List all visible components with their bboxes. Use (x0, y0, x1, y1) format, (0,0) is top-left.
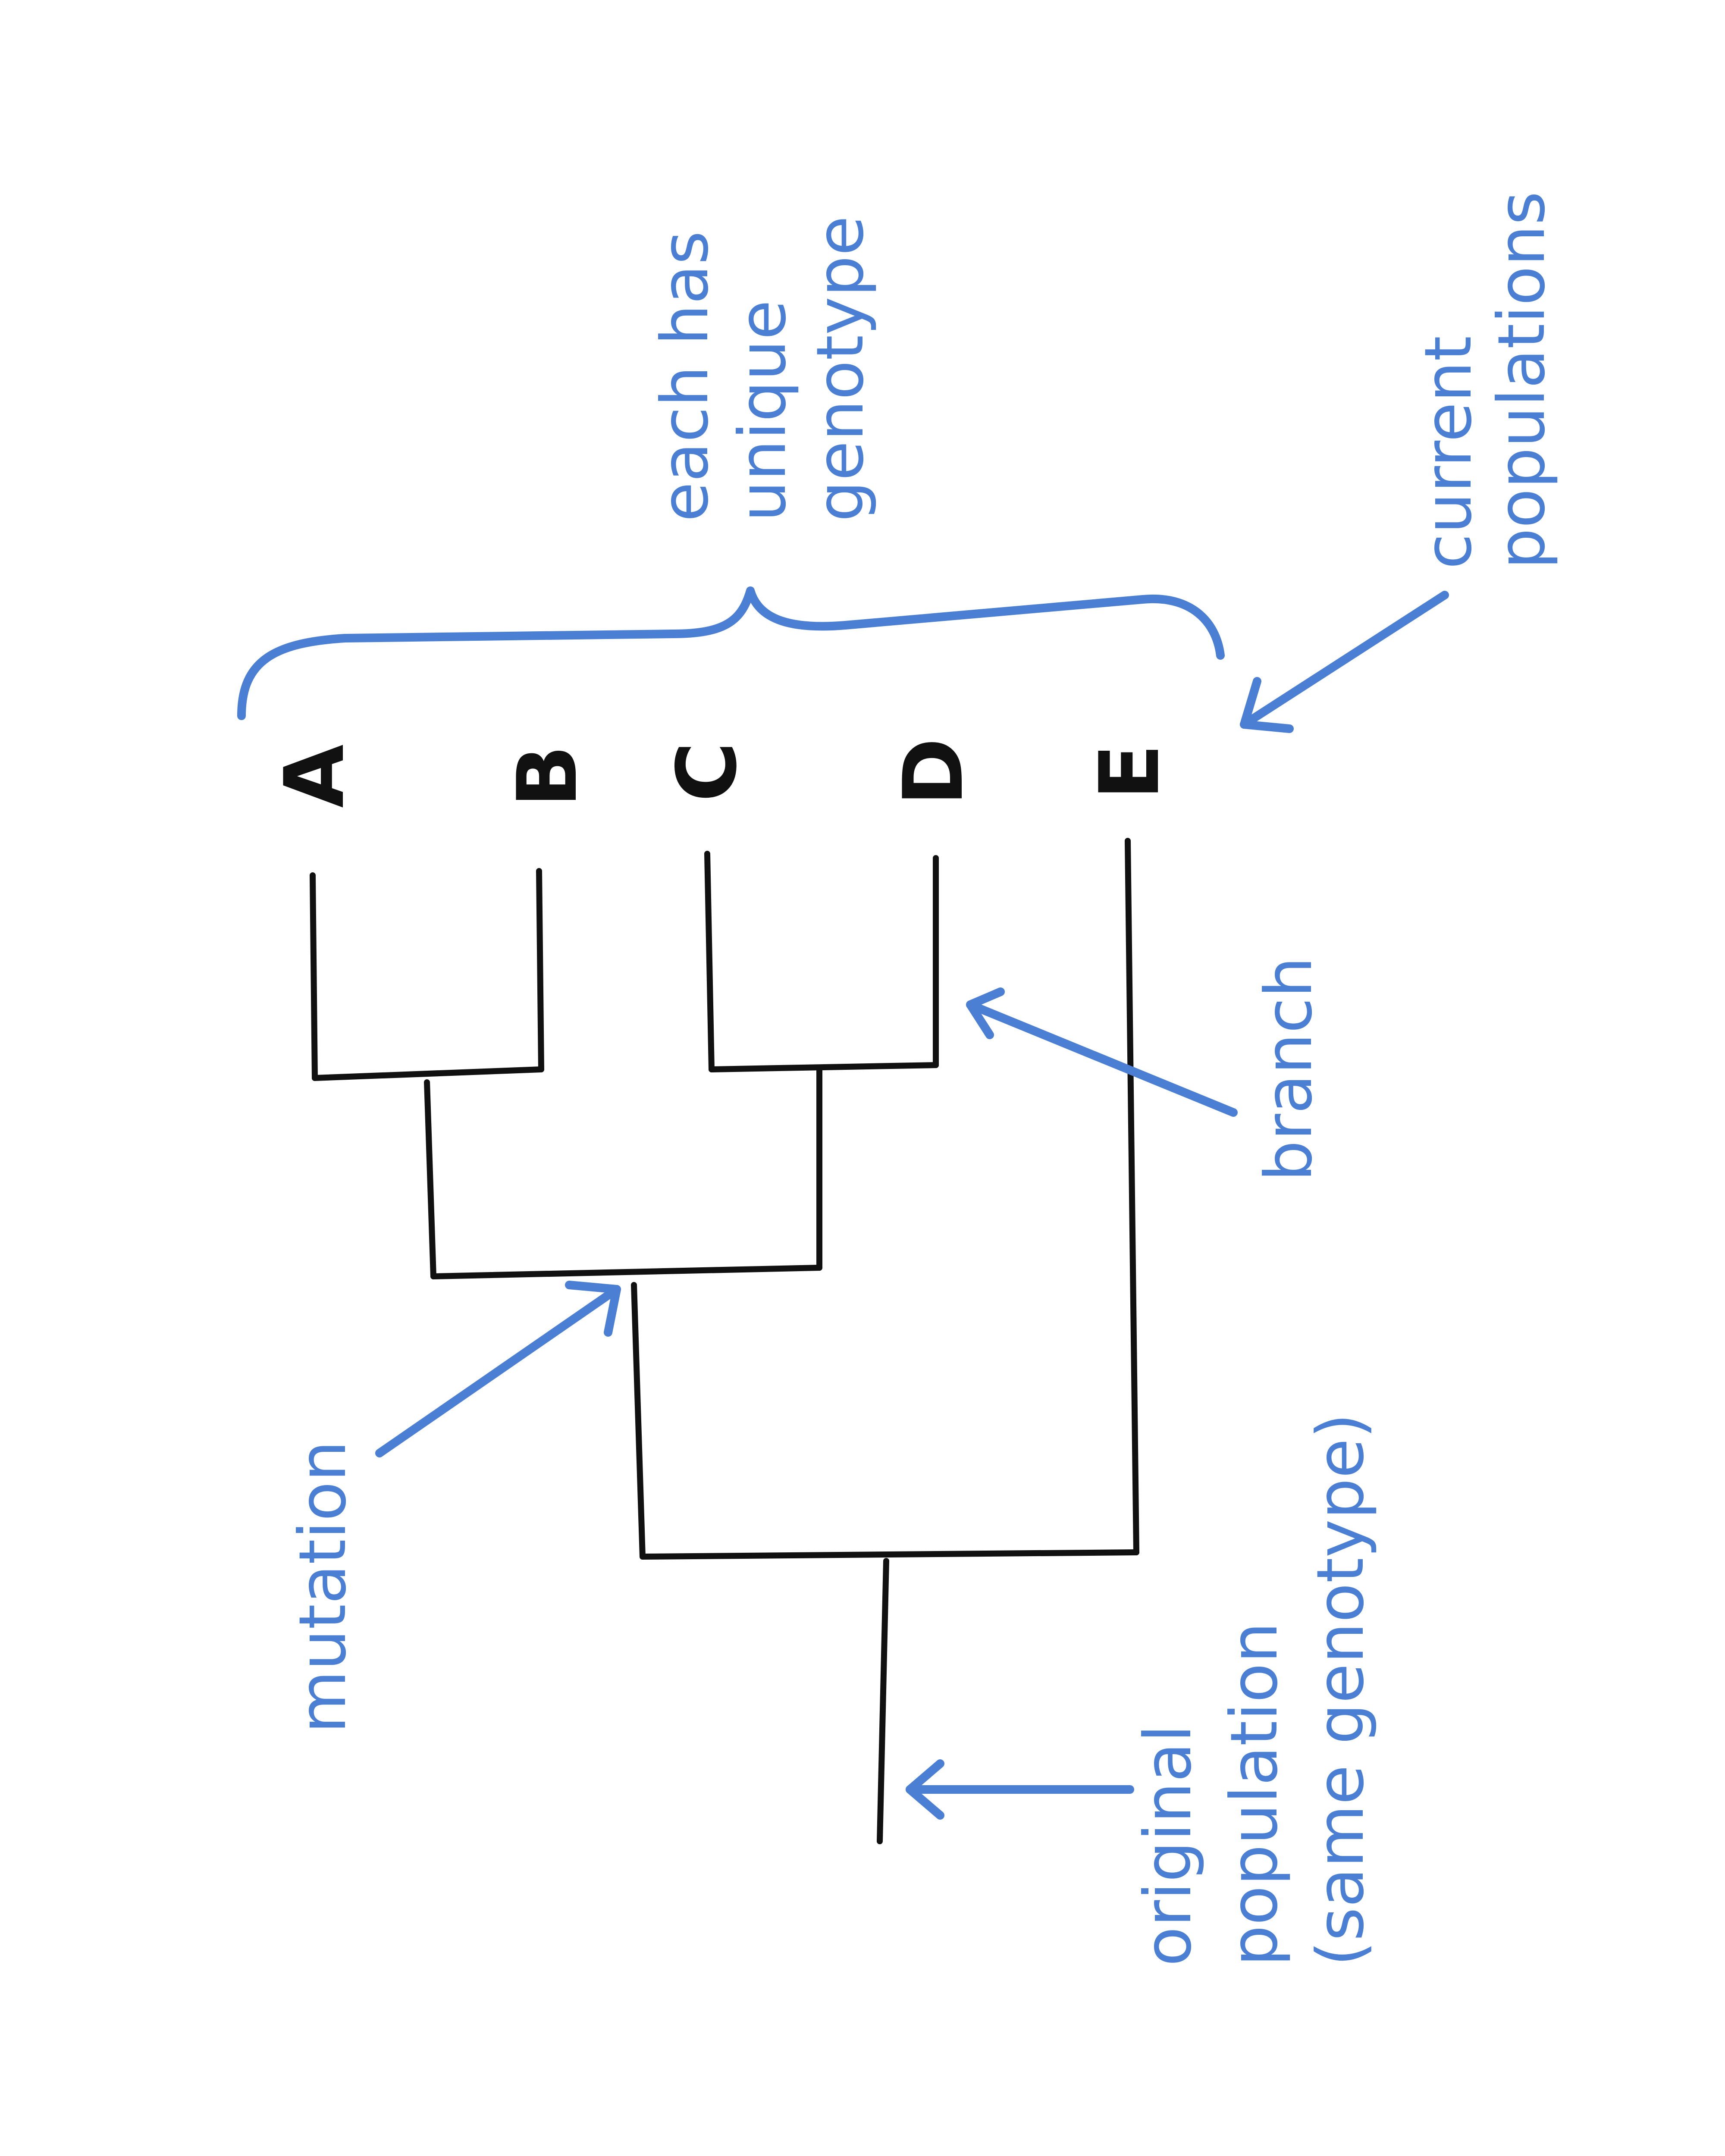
tree-lines (310, 838, 1139, 1844)
annotation-shapes (237, 586, 1449, 1820)
branch-arrowhead (966, 987, 1005, 1039)
leaf-label-d: D (886, 738, 981, 806)
original-arrowhead (906, 1759, 944, 1820)
annotation-texts: each has unique genotype current populat… (285, 191, 1559, 1966)
node-abcd-bar (430, 1265, 822, 1279)
brace-note-line-2: unique (725, 300, 800, 522)
leaf-label-e: E (1082, 744, 1177, 800)
node-cd-bar (709, 1062, 939, 1072)
brace-note-line-3: genotype (803, 216, 878, 522)
stem-ab (424, 1079, 436, 1279)
branch-arrow-shaft (966, 1000, 1238, 1117)
leaf-branch-b (536, 868, 544, 1072)
root-stem (877, 1558, 889, 1844)
root-bar (640, 1549, 1139, 1560)
leaf-label-c: C (659, 742, 755, 802)
original-note-line-3: (same genotype) (1303, 1413, 1378, 1966)
branch-label: branch (1251, 957, 1327, 1181)
brace-note-line-1: each has (648, 231, 723, 522)
current-populations-note: current populations (1411, 191, 1559, 569)
leaf-label-a: A (267, 744, 362, 808)
leaf-branch-e (1125, 838, 1139, 1555)
original-note-line-1: original (1131, 1724, 1206, 1966)
mutation-arrow-shaft (375, 1285, 621, 1457)
current-note-line-2: populations (1484, 191, 1559, 569)
current-arrowhead (1240, 677, 1294, 733)
stem-abcd (631, 1282, 646, 1560)
original-population-note: original population (same genotype) (1131, 1413, 1378, 1966)
mutation-arrowhead (565, 1281, 621, 1337)
original-note-line-2: population (1217, 1622, 1292, 1966)
current-arrow-shaft (1240, 591, 1449, 729)
node-ab-bar (312, 1066, 544, 1081)
mutation-label: mutation (285, 1441, 361, 1733)
curly-brace (237, 586, 1225, 720)
leaf-label-b: B (500, 745, 595, 808)
leaf-branch-a (310, 872, 318, 1081)
leaf-labels: A B C D E (267, 738, 1177, 808)
current-note-line-1: current (1411, 336, 1486, 569)
brace-note: each has unique genotype (648, 216, 878, 522)
leaf-branch-c (704, 851, 715, 1072)
